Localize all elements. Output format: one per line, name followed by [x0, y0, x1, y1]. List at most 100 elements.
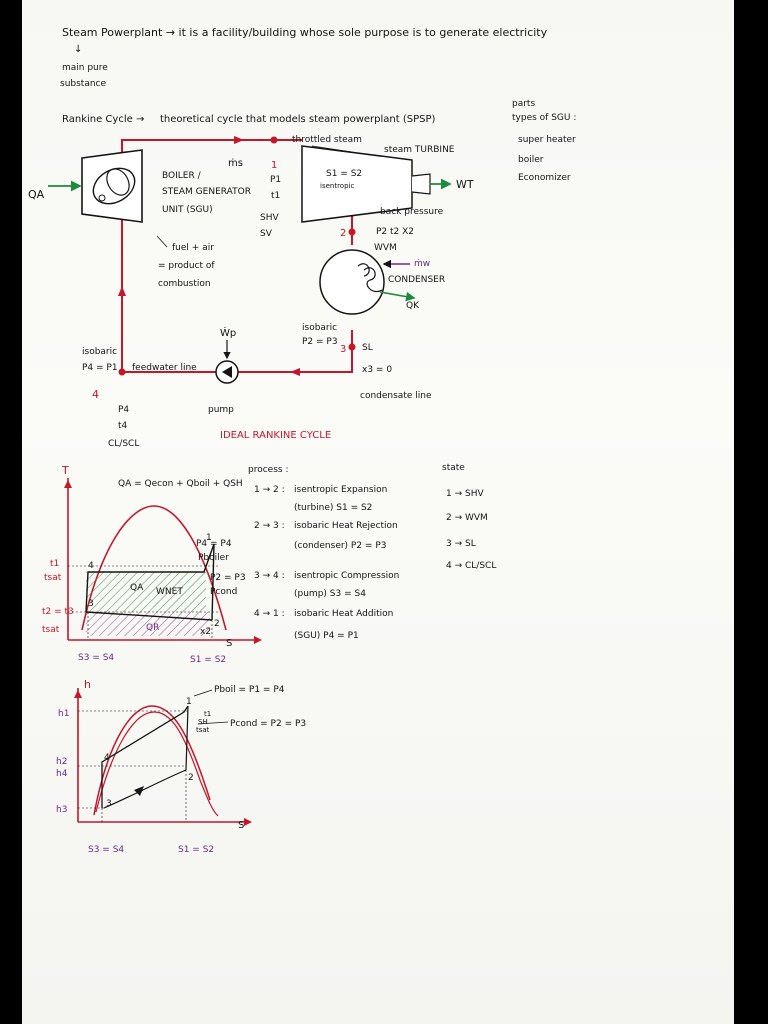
parts-types: types of SGU : [512, 113, 576, 123]
pump-icon [215, 340, 239, 384]
label-throttled: throttled steam [292, 135, 362, 145]
state-list: 1 → SHV 2 → WVM 3 → SL 4 → CL/SCL [446, 489, 496, 571]
hs-pcond: Pcond = P2 = P3 [230, 719, 306, 729]
label-pump: pump [208, 405, 234, 415]
hs-label-S: S [238, 820, 244, 831]
header-main-pure: main pure [62, 63, 108, 73]
hs-h3: h3 [56, 805, 67, 815]
ts-tsat: tsat [44, 573, 62, 583]
label-boiler1: BOILER / [162, 171, 202, 181]
ts-pboiler: Pboiler [198, 553, 229, 563]
label-state3: 3 [340, 344, 346, 355]
label-qa: QA [28, 188, 45, 201]
parts-title: parts [512, 99, 535, 109]
label-x3: x3 = 0 [362, 365, 392, 375]
process-sub-4: (SGU) P4 = P1 [294, 631, 359, 641]
ts-t2t3: t2 = t3 [42, 607, 74, 617]
ts-x2: x2 [200, 627, 211, 637]
label-sv: SV [260, 229, 273, 239]
ts-qa-eq: QA = Qecon + Qboil + QSH [118, 479, 243, 489]
label-wt: WT [456, 178, 474, 191]
label-sl: SL [362, 343, 373, 353]
condenser-icon [319, 249, 416, 315]
label-isobaric-left1: isobaric [82, 347, 117, 357]
hs-s1s2: S1 = S2 [178, 845, 214, 855]
process-text-3: isentropic Compression [294, 571, 399, 581]
state-item-2: 2 → WVM [446, 513, 488, 523]
ts-label-T: T [61, 464, 69, 477]
state-point-4 [118, 368, 126, 376]
parts-item-superheater: super heater [518, 135, 576, 145]
hs-h2: h2 [56, 757, 67, 767]
hs-s3s4: S3 = S4 [88, 845, 124, 855]
label-wp: Ẇp [220, 326, 236, 339]
process-text-4: isobaric Heat Addition [294, 609, 393, 619]
ts-qa-area: QA [130, 583, 144, 593]
ts-n1: 1 [206, 533, 212, 543]
hs-h4: h4 [56, 769, 68, 779]
process-title: process : [248, 465, 288, 475]
label-feedwater: feedwater line [132, 363, 197, 373]
process-step-4: 4 → 1 : [254, 609, 285, 619]
label-state4: 4 [92, 388, 99, 401]
flow-arrow-up-icon [118, 286, 126, 296]
hs-label-h: h [84, 678, 91, 691]
process-sub-1: (turbine) S1 = S2 [294, 503, 372, 513]
state-item-1: 1 → SHV [446, 489, 484, 499]
ts-pcond: Pcond [210, 587, 237, 597]
flow-arrow-right-icon [234, 136, 244, 144]
label-turbine: steam TURBINE [384, 145, 455, 155]
label-isobaric-left2: P4 = P1 [82, 363, 118, 373]
ts-tsat2: tsat [42, 625, 60, 635]
label-ms: ṁs [228, 158, 243, 169]
fuel-pointer [156, 235, 168, 248]
label-isobaric-top2: P2 = P3 [302, 337, 338, 347]
ts-p2p3: P2 = P3 [210, 573, 246, 583]
boiler-icon [81, 149, 143, 223]
label-state2: 2 [340, 228, 346, 239]
label-s1s2: S1 = S2 [326, 169, 362, 179]
ts-p4p4: P4 = P4 [196, 539, 232, 549]
parts-item-economizer: Economizer [518, 173, 571, 183]
hs-tsat: tsat [196, 726, 210, 734]
parts-item-boiler: boiler [518, 155, 544, 165]
label-boiler3: UNIT (SGU) [162, 205, 213, 215]
label-p1: P1 [270, 175, 281, 185]
hs-n4: 4 [104, 753, 110, 763]
label-t4: t4 [118, 421, 128, 431]
label-condenser: CONDENSER [388, 275, 445, 285]
label-t1: t1 [271, 191, 280, 201]
hs-n2: 2 [188, 773, 194, 783]
state-title: state [442, 463, 465, 473]
process-text-2: isobaric Heat Rejection [294, 521, 398, 531]
ts-t1: t1 [50, 559, 59, 569]
label-qk: QK [406, 301, 420, 311]
label-condensate: condensate line [360, 391, 432, 401]
label-fuel3: combustion [158, 279, 211, 289]
state-point-2 [348, 228, 356, 236]
label-p2t2x2: P2 t2 X2 [376, 227, 414, 237]
notebook-page: Steam Powerplant → it is a facility/buil… [22, 0, 734, 1024]
turbine-icon [301, 145, 452, 223]
process-step-2: 2 → 3 : [254, 521, 285, 531]
ts-label-S: S [226, 638, 232, 649]
state-item-3: 3 → SL [446, 539, 476, 549]
header-arrow: ↓ [74, 44, 82, 55]
state-point-3 [348, 343, 356, 351]
hs-diagram [74, 688, 252, 826]
label-isobaric-top1: isobaric [302, 323, 337, 333]
label-back-pressure: back pressure [380, 207, 444, 217]
label-fuel1: fuel + air [172, 243, 214, 253]
hs-n1: 1 [186, 697, 192, 707]
hs-sh: SH [198, 718, 208, 726]
process-step-1: 1 → 2 : [254, 485, 285, 495]
label-fuel2: = product of [158, 261, 215, 271]
rankine-desc: theoretical cycle that models steam powe… [160, 114, 435, 125]
label-clscl: CL/SCL [108, 439, 139, 449]
ts-qr: QR [146, 623, 159, 633]
diagram-title: IDEAL RANKINE CYCLE [220, 430, 331, 441]
ts-s1s2: S1 = S2 [190, 655, 226, 665]
process-sub-2: (condenser) P2 = P3 [294, 541, 387, 551]
label-isentropic: isentropic [320, 182, 354, 190]
header-line1: Steam Powerplant → it is a facility/buil… [62, 26, 548, 39]
